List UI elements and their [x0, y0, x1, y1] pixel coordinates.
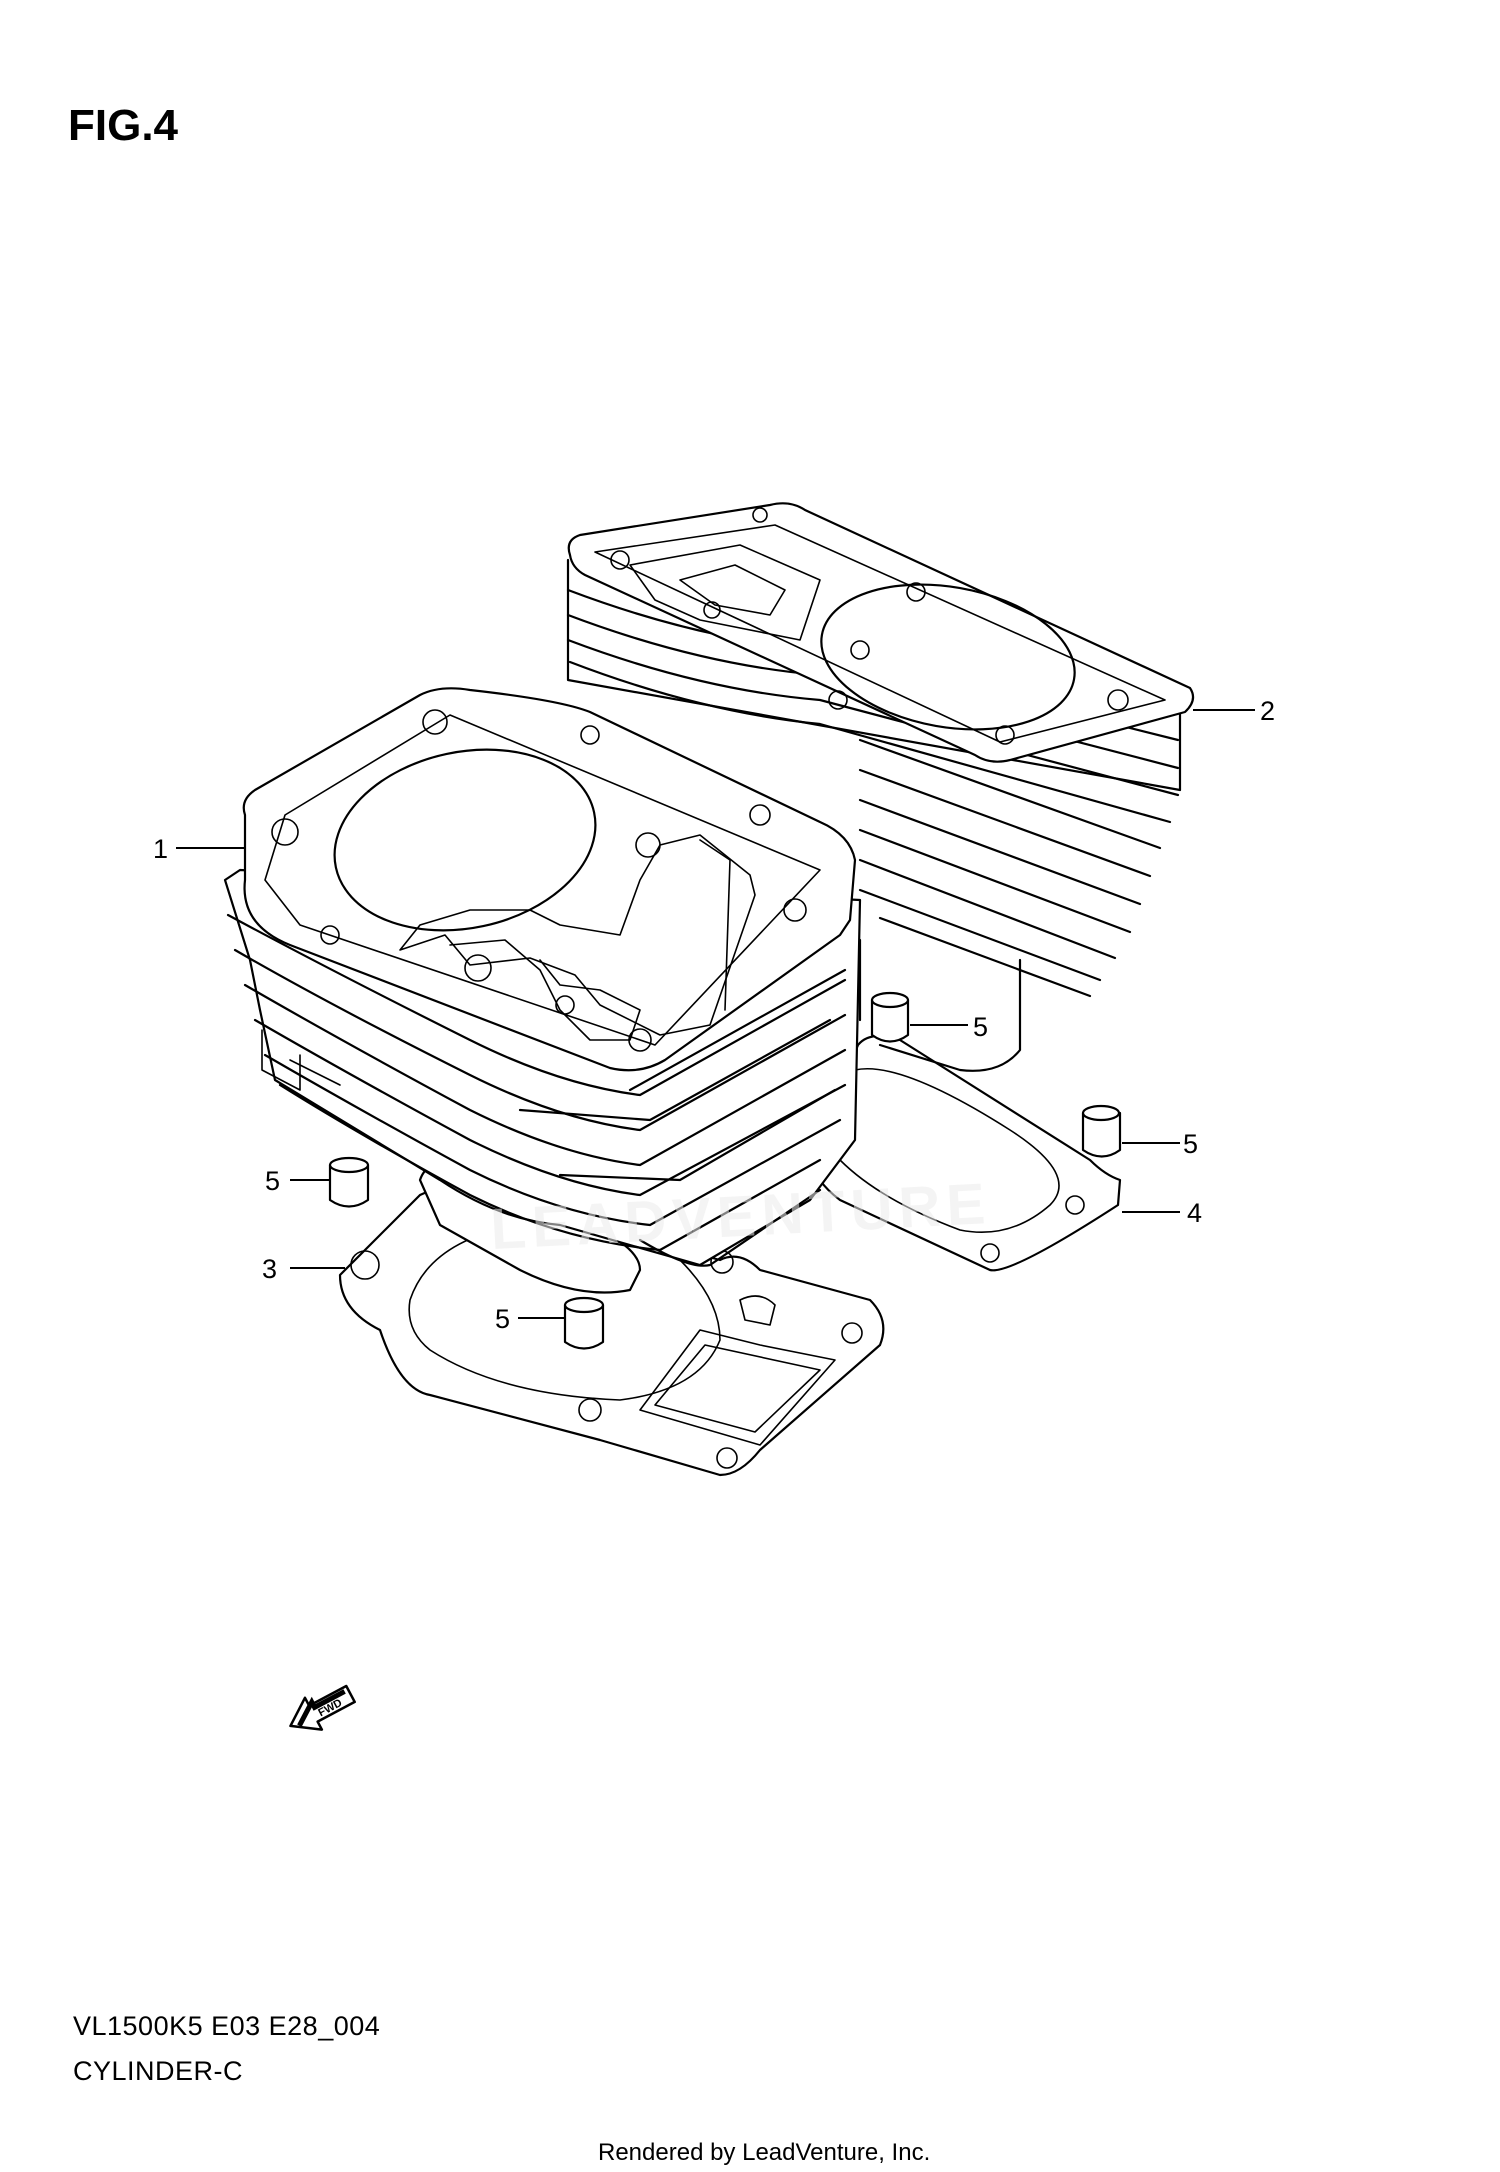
- dowel-pin: [328, 1156, 370, 1208]
- rear-cylinder: [566, 502, 1195, 1072]
- dowel-pin: [563, 1296, 605, 1350]
- dowel-pin: [870, 991, 910, 1043]
- section-name: CYLINDER-C: [73, 2056, 243, 2086]
- dowel-pin: [1081, 1104, 1122, 1158]
- model-code: VL1500K5 E03 E28_004: [73, 2011, 380, 2041]
- front-cylinder: [223, 687, 862, 1294]
- callout-5[interactable]: 5: [1183, 1129, 1198, 1159]
- credit-text: Rendered by LeadVenture, Inc.: [598, 2139, 930, 2166]
- forward-arrow-icon: FWD: [289, 1684, 356, 1731]
- figure-title: FIG.4: [68, 101, 179, 150]
- callout-1[interactable]: 1: [153, 834, 168, 864]
- callout-2[interactable]: 2: [1260, 696, 1275, 726]
- callout-5[interactable]: 5: [495, 1304, 510, 1334]
- callout-4[interactable]: 4: [1187, 1198, 1202, 1228]
- callout-5[interactable]: 5: [973, 1012, 988, 1042]
- callout-5[interactable]: 5: [265, 1166, 280, 1196]
- callout-3[interactable]: 3: [262, 1254, 277, 1284]
